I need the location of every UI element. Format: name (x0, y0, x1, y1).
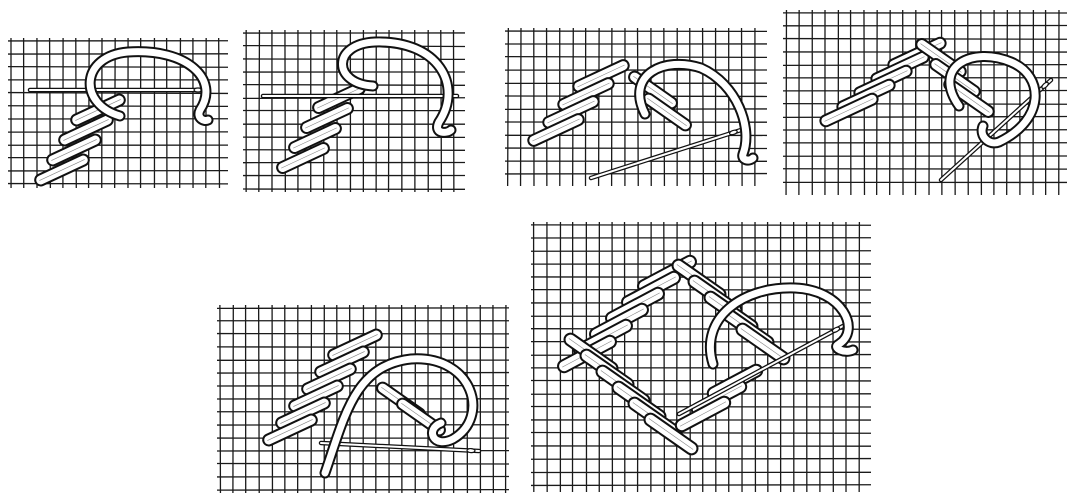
step-2-panel (243, 30, 465, 192)
grid-line-v (890, 10, 891, 195)
grid-line-v (664, 222, 665, 492)
grid-line-h (217, 490, 509, 491)
stitch-svg (783, 10, 1067, 195)
step-6-panel (531, 222, 871, 492)
needle (263, 94, 457, 98)
grid-line-h (531, 485, 871, 486)
grid-line-h (217, 308, 509, 309)
grid-line-v (638, 222, 639, 492)
grid-line-h (531, 433, 871, 434)
working-thread (343, 42, 452, 132)
stitch-svg (531, 222, 871, 492)
grid-line-h (505, 57, 767, 58)
step-3-panel (505, 28, 767, 186)
grid-line-v (219, 38, 220, 188)
grid-line-v (508, 28, 509, 186)
stitch-svg (243, 30, 465, 192)
grid-line-v (703, 28, 704, 186)
step-1-panel (8, 38, 228, 188)
stitch-svg (505, 28, 767, 186)
grid-line-h (243, 150, 465, 151)
grid-line-v (1007, 10, 1008, 195)
stitch-svg (8, 38, 228, 188)
step-4-panel (783, 10, 1067, 195)
grid-line-v (833, 222, 834, 492)
step-5-panel (217, 305, 509, 493)
grid-line-h (531, 251, 871, 252)
stitch-svg (217, 305, 509, 493)
grid-line-h (531, 459, 871, 460)
worked-stitch (395, 396, 447, 437)
grid-line-v (599, 28, 600, 186)
grid-line-h (531, 329, 871, 330)
needle (30, 88, 206, 92)
needle (591, 129, 741, 178)
canvas-grid (217, 305, 509, 493)
working-thread (90, 52, 208, 121)
grid-line-h (8, 93, 228, 94)
